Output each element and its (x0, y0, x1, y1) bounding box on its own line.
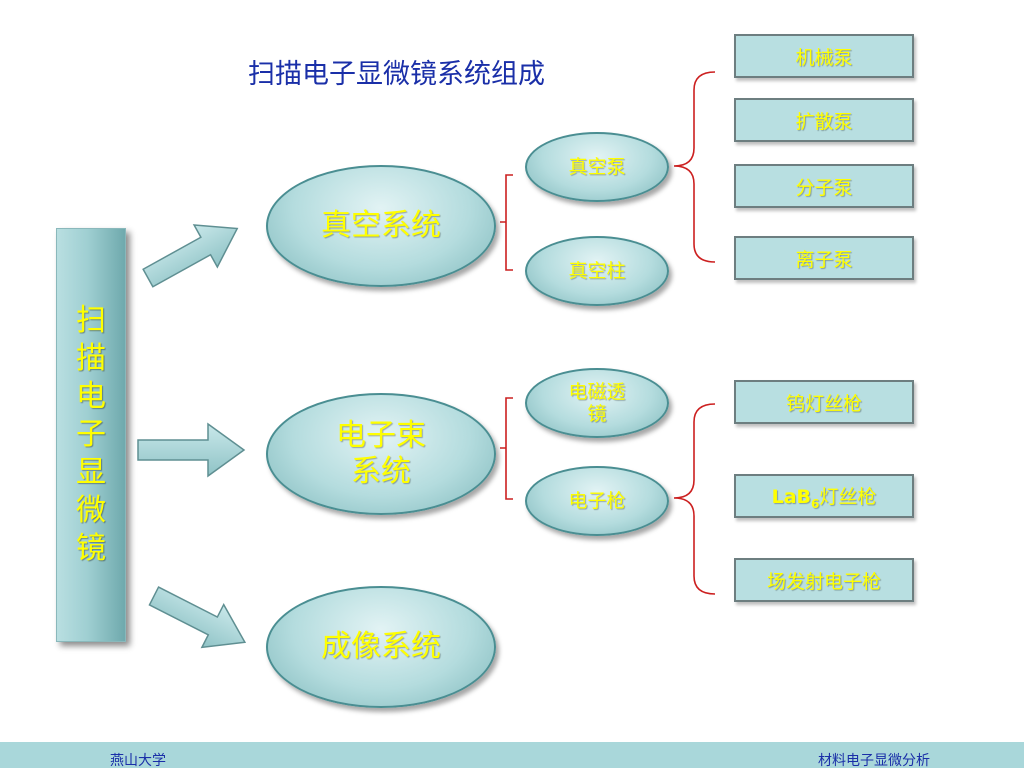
root-char: 扫 (76, 303, 106, 338)
pump-type-label: 分子泵 (795, 176, 853, 199)
root-char: 镜 (76, 531, 106, 566)
gun-type-box-tungsten: 钨灯丝枪 (734, 380, 914, 424)
brace-pumps (673, 71, 716, 263)
lab6-main-text: LaB (771, 485, 812, 508)
pump-type-label: 扩散泵 (795, 110, 853, 133)
brace-vacuum (500, 174, 513, 271)
electron-gun-label: 电子枪 (568, 490, 626, 512)
vacuum-column-node: 真空柱 (525, 236, 669, 306)
vacuum-pump-label: 真空泵 (568, 156, 626, 178)
pump-type-box: 离子泵 (734, 236, 914, 280)
page-title: 扫描电子显微镜系统组成 (248, 59, 545, 90)
vacuum-system-node: 真空系统 (266, 165, 496, 287)
pump-type-box: 扩散泵 (734, 98, 914, 142)
root-char: 子 (76, 417, 106, 452)
vacuum-system-label: 真空系统 (321, 208, 441, 243)
root-node-sem: 扫 描 电 子 显 微 镜 (56, 228, 126, 642)
em-lens-label-line2: 镜 (587, 403, 607, 425)
footer-course: 材料电子显微分析 (818, 753, 930, 769)
pump-type-box: 机械泵 (734, 34, 914, 78)
electron-gun-node: 电子枪 (525, 466, 669, 536)
footer-bar: 燕山大学 材料电子显微分析 (0, 742, 1024, 769)
gun-type-box-field: 场发射电子枪 (734, 558, 914, 602)
vacuum-pump-node: 真空泵 (525, 132, 669, 202)
arrow-to-vacuum-system (142, 224, 239, 288)
vacuum-column-label: 真空柱 (568, 260, 626, 282)
gun-type-box-lab6: LaB6灯丝枪 (734, 474, 914, 518)
em-lens-label-line1: 电磁透 (568, 381, 626, 403)
arrow-to-beam-system (137, 422, 246, 478)
root-char: 显 (76, 455, 106, 490)
arrow-to-imaging-system (148, 586, 247, 649)
root-char: 描 (76, 341, 106, 376)
beam-system-label-line1: 电子束 (336, 418, 426, 453)
pump-type-label: 离子泵 (795, 248, 853, 271)
imaging-system-node: 成像系统 (266, 586, 496, 708)
root-char: 电 (76, 379, 106, 414)
lab6-subscript: 6 (811, 496, 820, 511)
em-lens-node: 电磁透 镜 (525, 368, 669, 438)
footer-university: 燕山大学 (110, 753, 166, 769)
brace-beam (500, 397, 513, 500)
gun-type-label: 场发射电子枪 (766, 570, 881, 593)
beam-system-label-line2: 系统 (351, 454, 411, 489)
lab6-suffix-text: 灯丝枪 (819, 485, 877, 508)
gun-type-label: 钨灯丝枪 (785, 392, 862, 415)
imaging-system-label: 成像系统 (321, 629, 441, 664)
pump-type-label: 机械泵 (795, 46, 853, 69)
brace-guns (673, 403, 716, 595)
root-char: 微 (76, 493, 106, 528)
gun-type-label-lab6: LaB6灯丝枪 (772, 482, 877, 511)
beam-system-node: 电子束 系统 (266, 393, 496, 515)
pump-type-box: 分子泵 (734, 164, 914, 208)
